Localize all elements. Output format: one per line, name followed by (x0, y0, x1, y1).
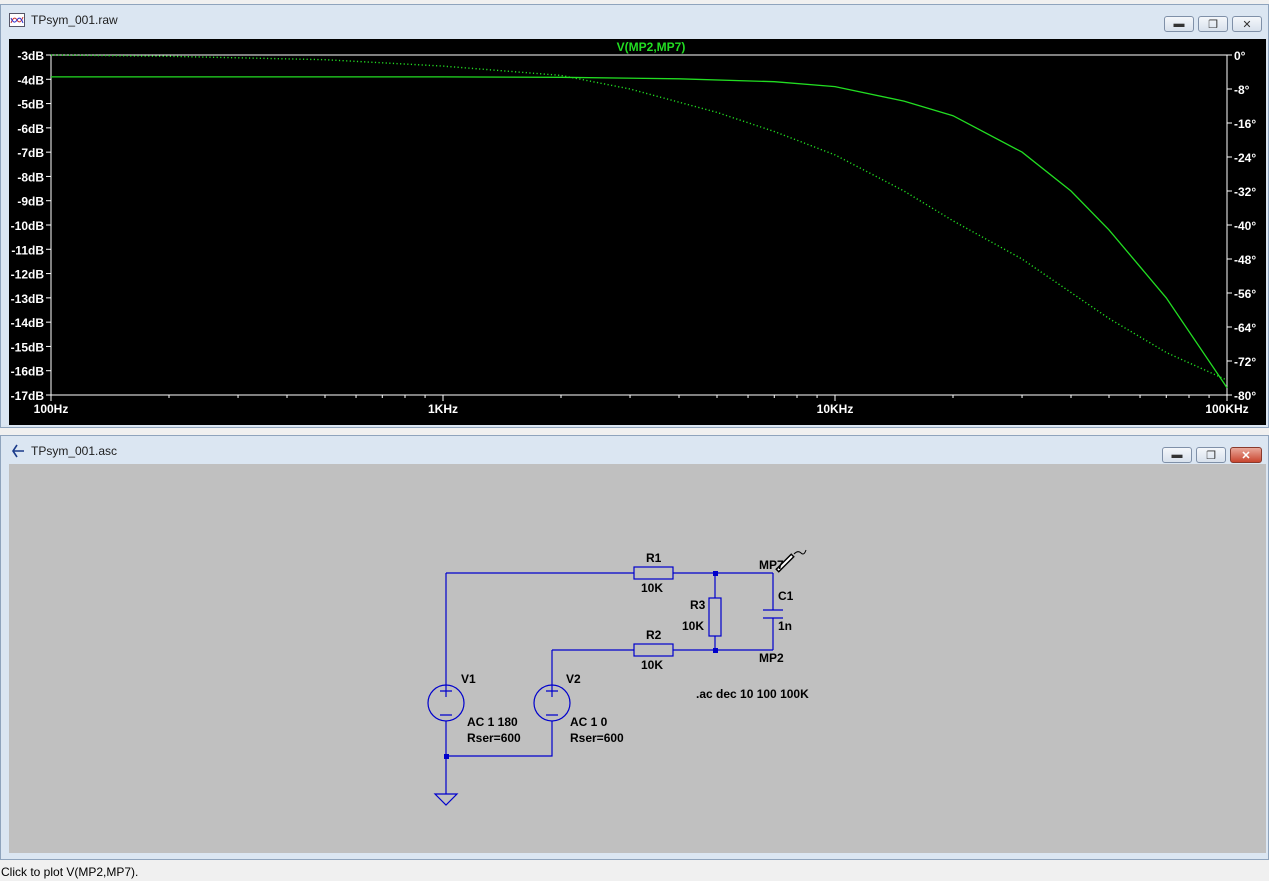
close-button[interactable]: ✕ (1230, 447, 1262, 463)
x-tick-label: 1KHz (428, 402, 458, 416)
close-icon: ✕ (1242, 18, 1252, 31)
r1-symbol[interactable] (633, 566, 674, 580)
plot-pane[interactable]: V(MP2,MP7) -3dB -4dB -5dB -6dB -7dB -8dB -9dB -1… (9, 39, 1266, 425)
y-right-tick-label: 0° (1234, 49, 1246, 63)
close-button[interactable]: ✕ (1232, 16, 1262, 32)
r1-value: 10K (641, 581, 663, 595)
r2-symbol[interactable] (633, 643, 674, 657)
y-left-tick-label: -13dB (11, 292, 45, 306)
schematic-pane[interactable]: R1 10K R2 10K R3 10K C1 1n MP7 MP2 V1 AC… (9, 464, 1266, 853)
y-right-tick-label: -40° (1234, 219, 1256, 233)
status-bar: Click to plot V(MP2,MP7). (0, 862, 1269, 881)
minimize-icon: ▬ (1171, 449, 1183, 461)
v2-value: AC 1 0 (570, 715, 608, 729)
junction-dot (444, 754, 449, 759)
x-tick-label: 100KHz (1205, 402, 1248, 416)
close-icon: ✕ (1241, 449, 1251, 462)
plot-window-titlebar[interactable]: TPsym_001.raw ▬ ❐ ✕ (1, 5, 1268, 35)
y-left-tick-label: -16dB (11, 365, 45, 379)
schematic-window: TPsym_001.asc ▬ ❐ ✕ (0, 435, 1269, 860)
junction-dot (713, 648, 718, 653)
c1-name: C1 (778, 589, 794, 603)
x-tick-label: 10KHz (817, 402, 854, 416)
r3-symbol[interactable] (708, 597, 722, 637)
r3-name: R3 (690, 598, 706, 612)
waveform-viewer-icon (9, 13, 25, 27)
phase-trace (50, 54, 1228, 381)
y-left-tick-label: -6dB (17, 122, 44, 136)
y-right-tick-label: -32° (1234, 185, 1256, 199)
y-right-tick-label: -80° (1234, 389, 1256, 403)
y-left-tick-label: -10dB (11, 219, 45, 233)
y-right-tick-label: -24° (1234, 151, 1256, 165)
r2-name: R2 (646, 628, 662, 642)
spice-directive[interactable]: .ac dec 10 100 100K (696, 687, 809, 701)
net-label-bottom: MP2 (759, 651, 784, 665)
wire-bottom[interactable] (445, 721, 553, 794)
y-right-tick-label: -56° (1234, 287, 1256, 301)
probe-cursor-icon (775, 549, 807, 573)
y-right-tick-label: -48° (1234, 253, 1256, 267)
v2-name: V2 (566, 672, 581, 686)
v2-symbol[interactable] (533, 684, 571, 722)
minimize-icon: ▬ (1173, 18, 1185, 30)
y-right-tick-label: -72° (1234, 355, 1256, 369)
y-left-tick-label: -8dB (17, 170, 44, 184)
plot-window: TPsym_001.raw ▬ ❐ ✕ V(MP2,MP7) -3dB -4dB -5… (0, 4, 1269, 428)
restore-button[interactable]: ❐ (1196, 447, 1226, 463)
v1-rser: Rser=600 (467, 731, 521, 745)
y-left-tick-label: -5dB (17, 98, 44, 112)
c1-value: 1n (778, 619, 792, 633)
y-left-tick-label: -7dB (17, 146, 44, 160)
plot-window-title: TPsym_001.raw (31, 13, 118, 27)
schematic-canvas[interactable]: R1 10K R2 10K R3 10K C1 1n MP7 MP2 V1 AC… (9, 464, 1266, 853)
v1-value: AC 1 180 (467, 715, 518, 729)
minimize-button[interactable]: ▬ (1162, 447, 1192, 463)
v2-rser: Rser=600 (570, 731, 624, 745)
schematic-editor-icon (12, 444, 24, 458)
y-right-tick-label: -64° (1234, 321, 1256, 335)
junction-dot (713, 571, 718, 576)
x-tick-label: 100Hz (34, 402, 69, 416)
ground-symbol[interactable] (433, 793, 459, 806)
restore-button[interactable]: ❐ (1198, 16, 1228, 32)
y-left-tick-label: -17dB (11, 389, 45, 403)
y-left-tick-label: -14dB (11, 316, 45, 330)
r1-name: R1 (646, 551, 662, 565)
y-left-tick-label: -15dB (11, 340, 45, 354)
restore-icon: ❐ (1208, 18, 1218, 31)
net-label-top: MP7 (759, 558, 784, 572)
v1-name: V1 (461, 672, 476, 686)
schematic-window-title: TPsym_001.asc (31, 444, 118, 458)
schematic-window-titlebar[interactable]: TPsym_001.asc ▬ ❐ ✕ (1, 436, 1268, 466)
restore-icon: ❐ (1206, 449, 1216, 462)
magnitude-trace (51, 76, 1228, 389)
y-left-tick-label: -12dB (11, 268, 45, 282)
r2-value: 10K (641, 658, 663, 672)
y-left-tick-label: -11dB (11, 243, 44, 257)
y-left-tick-label: -3dB (17, 49, 44, 63)
minimize-button[interactable]: ▬ (1164, 16, 1194, 32)
c1-symbol[interactable] (763, 609, 783, 619)
bode-plot[interactable]: V(MP2,MP7) -3dB -4dB -5dB -6dB -7dB -8dB -9dB -1… (9, 39, 1266, 425)
y-right-tick-label: -8° (1234, 83, 1250, 97)
y-right-tick-label: -16° (1234, 117, 1256, 131)
plot-frame (50, 54, 1228, 396)
status-text: Click to plot V(MP2,MP7). (1, 865, 139, 879)
y-left-tick-label: -9dB (17, 195, 44, 209)
v1-symbol[interactable] (427, 684, 465, 722)
y-left-tick-label: -4dB (17, 73, 44, 87)
r3-value: 10K (682, 619, 704, 633)
trace-label[interactable]: V(MP2,MP7) (617, 40, 686, 54)
